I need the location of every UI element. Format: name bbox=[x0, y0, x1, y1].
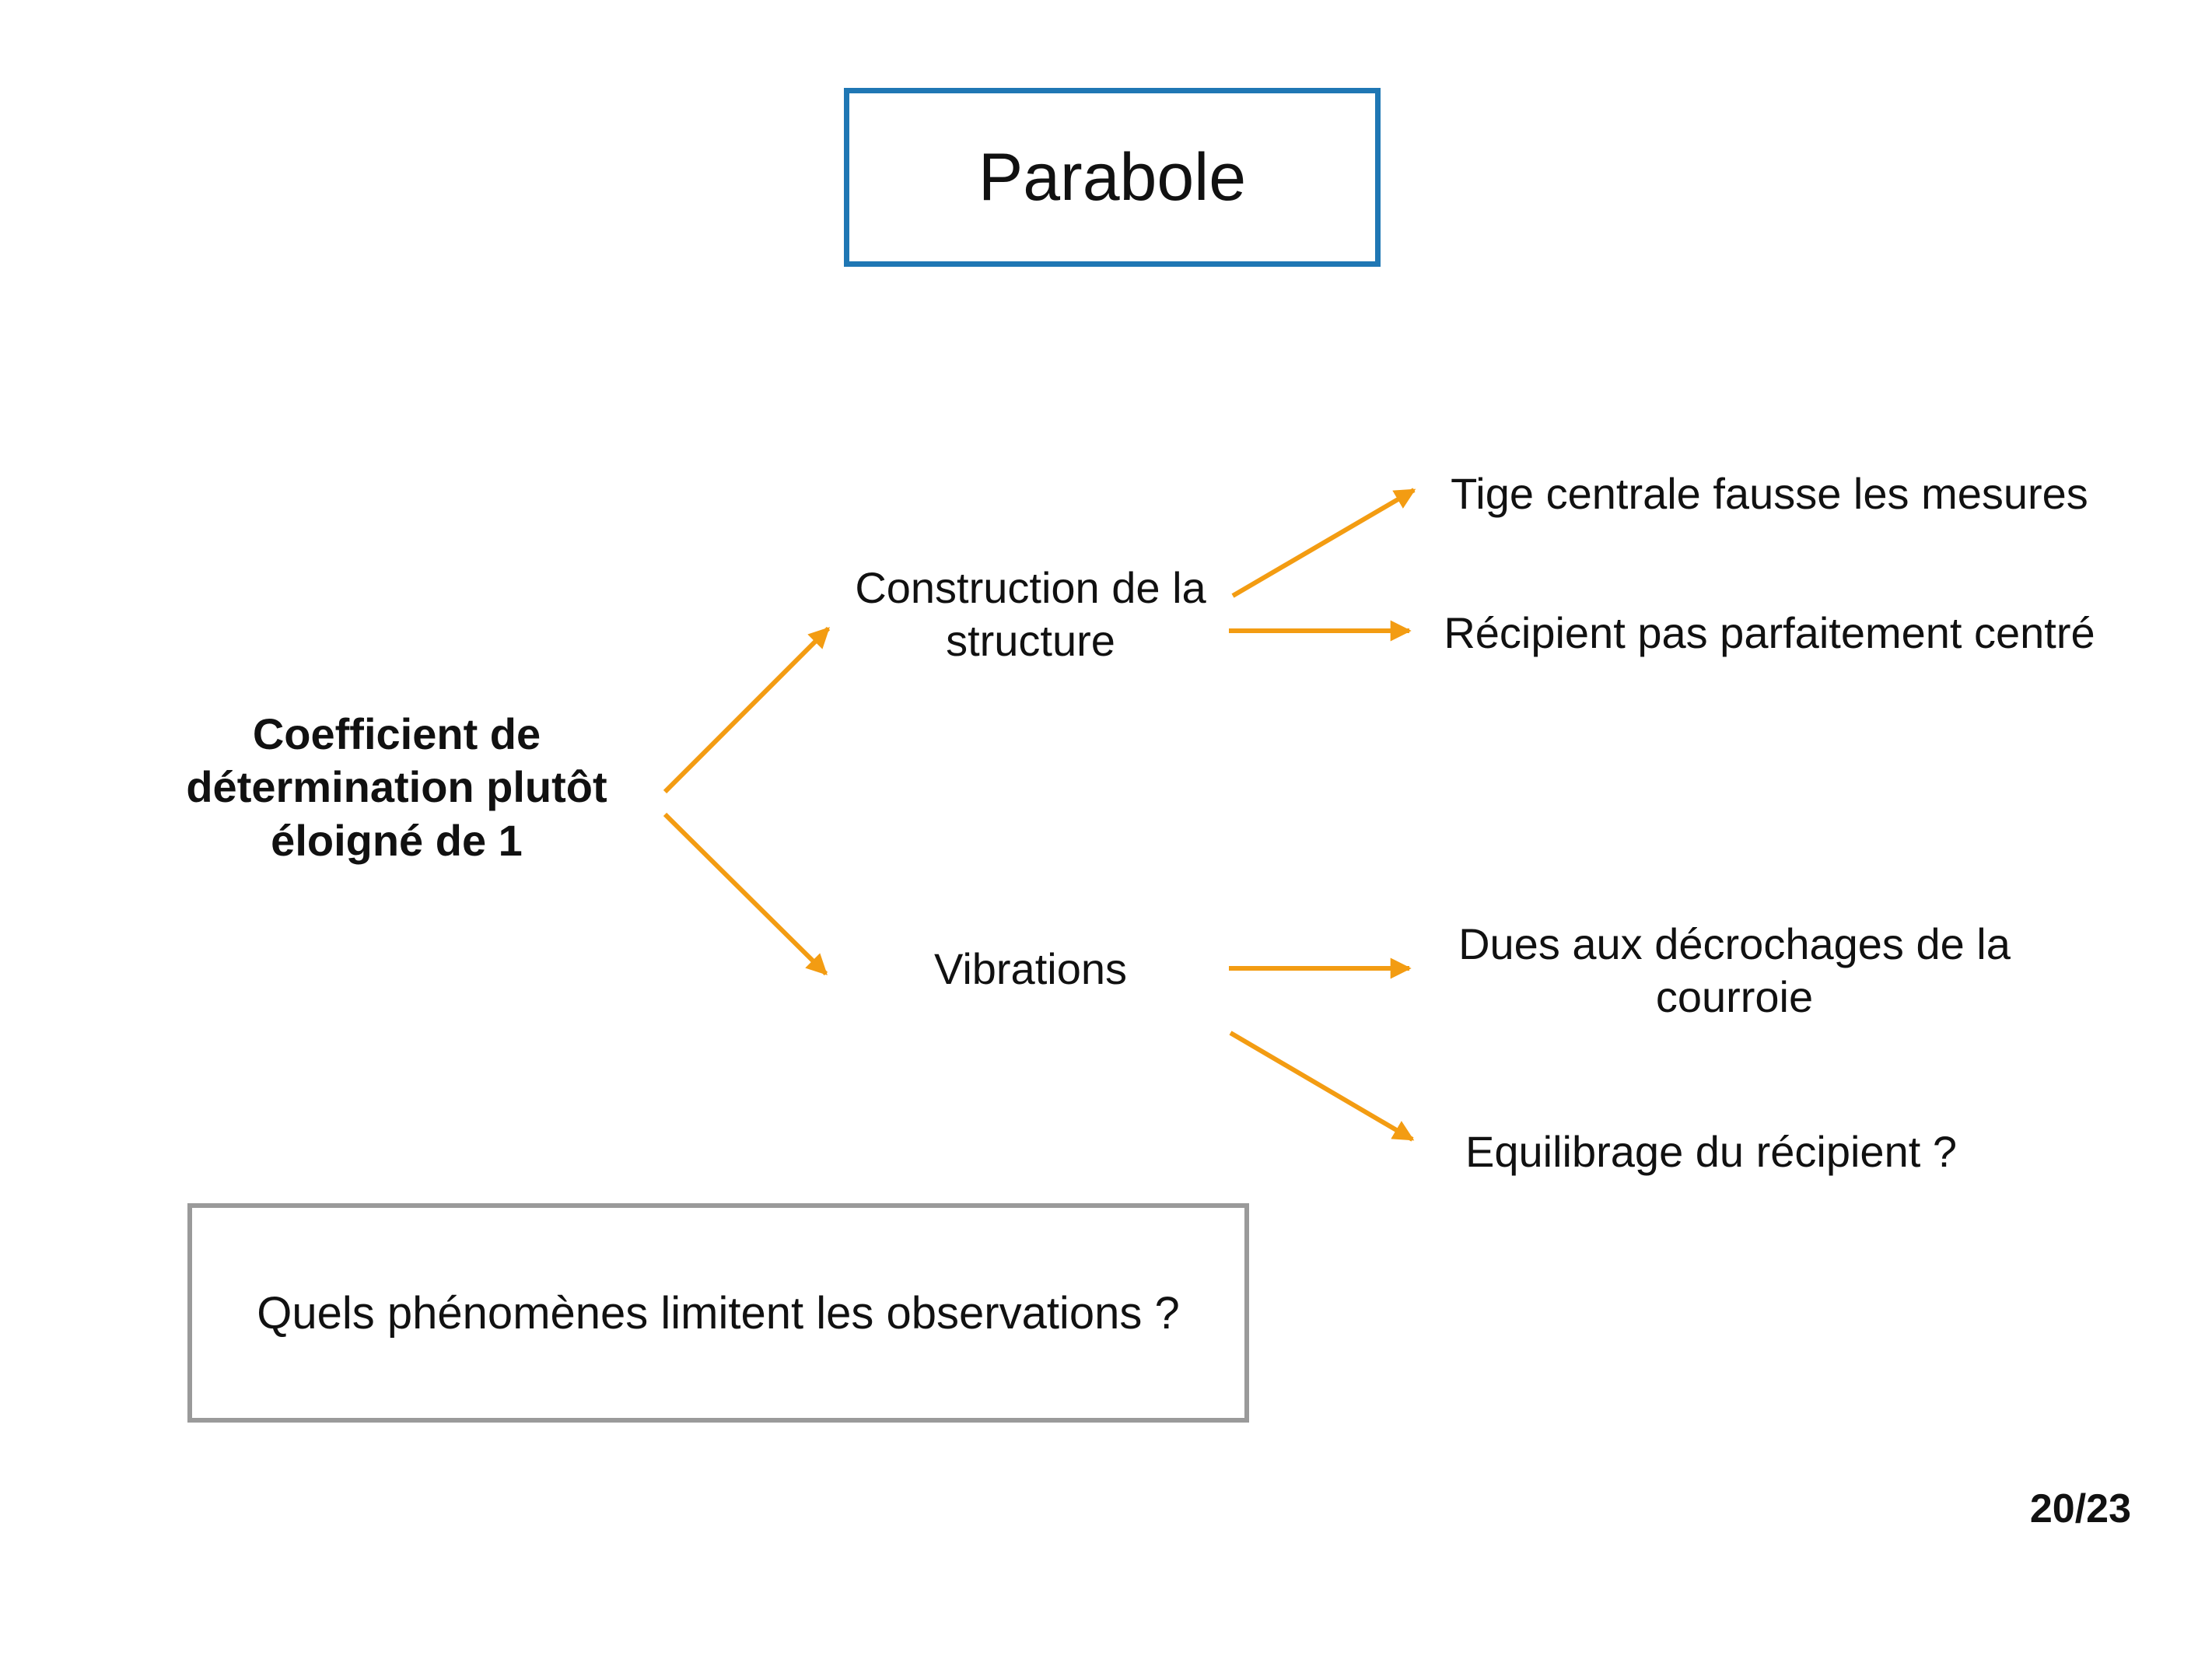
root-node: Coefficient de détermination plutôt éloi… bbox=[186, 709, 607, 865]
branch-construction: Construction de la structure bbox=[855, 563, 1206, 666]
title-box: Parabole bbox=[844, 88, 1381, 267]
question-text: Quels phénomènes limitent les observatio… bbox=[257, 1287, 1180, 1339]
arrow-root-to-construction bbox=[663, 626, 831, 794]
page-number: 20/23 bbox=[2029, 1486, 2131, 1531]
arrow-vibrations-to-equilibrage bbox=[1229, 1031, 1415, 1142]
cause-equilibrage: Equilibrage du récipient ? bbox=[1465, 1127, 1957, 1176]
cause-recipient-centre: Récipient pas parfaitement centré bbox=[1444, 608, 2095, 657]
slide-title: Parabole bbox=[978, 139, 1247, 215]
arrow-root-to-vibrations bbox=[663, 812, 828, 976]
branch-vibrations: Vibrations bbox=[933, 944, 1127, 993]
cause-tige-centrale: Tige centrale fausse les mesures bbox=[1451, 469, 2088, 518]
arrow-construction-to-tige bbox=[1231, 488, 1416, 598]
cause-courroie: Dues aux décrochages de la courroie bbox=[1458, 919, 2011, 1022]
question-box: Quels phénomènes limitent les observatio… bbox=[187, 1203, 1249, 1423]
